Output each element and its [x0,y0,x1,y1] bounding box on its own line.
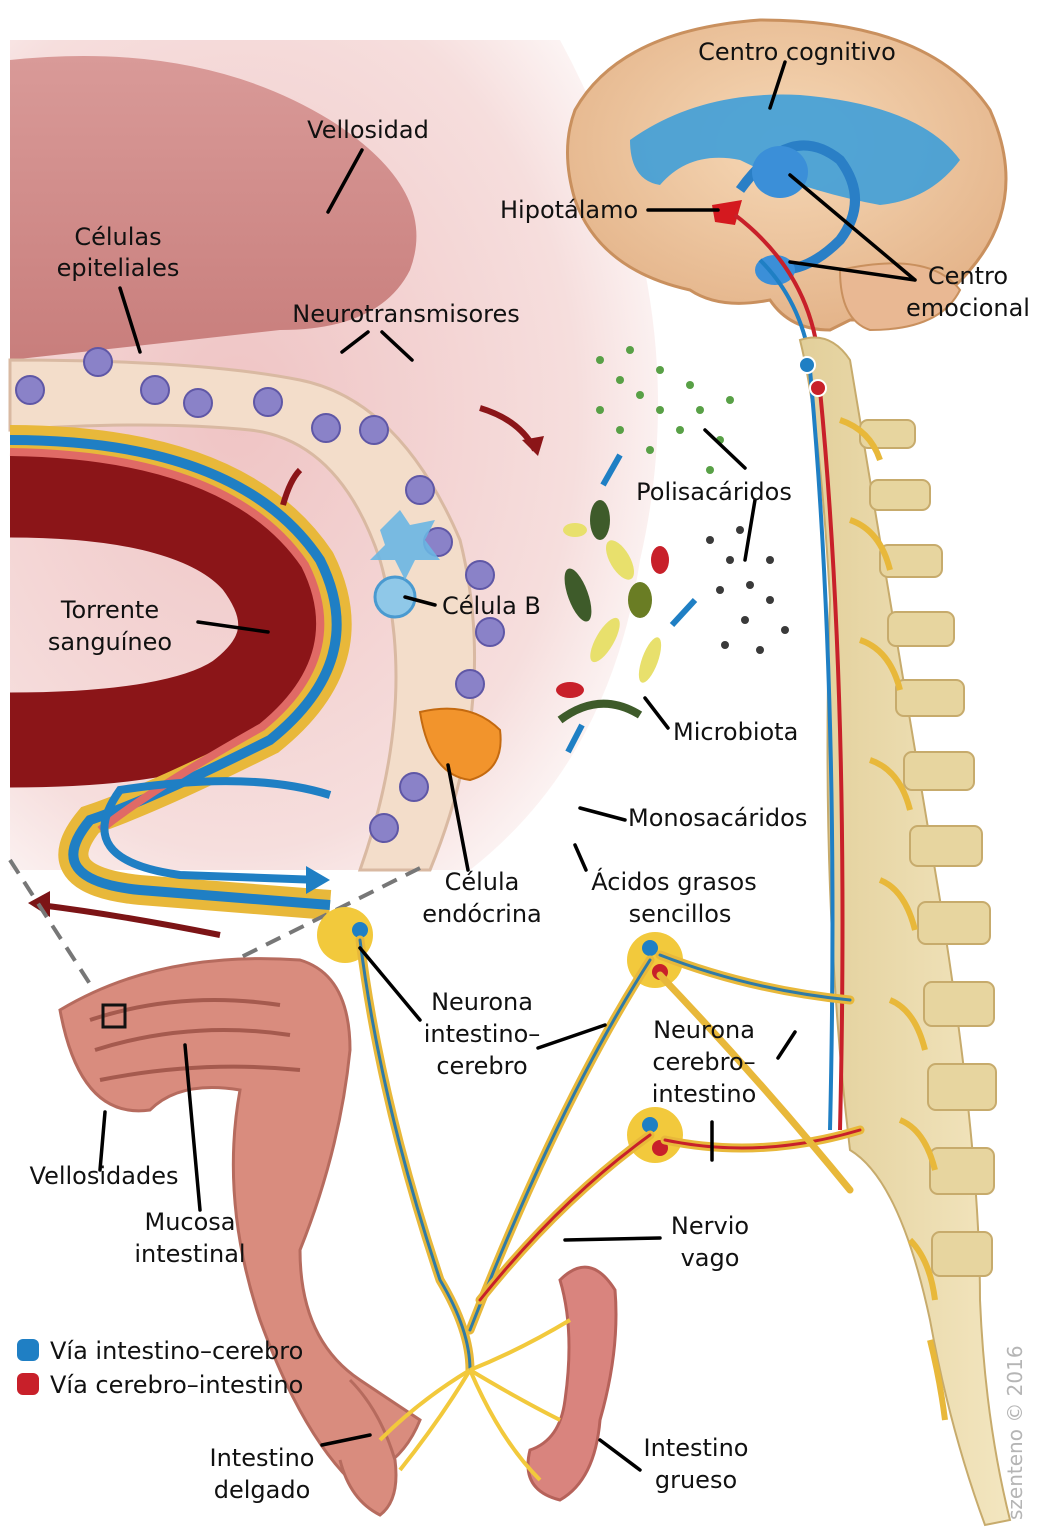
label-centro-emocional-1: Centro [928,262,1008,290]
label-neurona-ic-2: intestino– [424,1020,541,1048]
label-celulas-epiteliales-1: Células [74,223,161,251]
label-neurona-ic-1: Neurona [431,988,533,1016]
label-torrente-1: Torrente [60,596,159,624]
spinal-column [799,338,1010,1526]
label-intestino-grueso-2: grueso [655,1466,737,1494]
legend-item-gut-brain: Vía intestino–cerebro [17,1337,303,1365]
emotional-center-upper [752,146,808,198]
label-celulas-epiteliales-2: epiteliales [57,254,180,282]
credit-text: szenteno © 2016 [1003,1345,1027,1520]
label-torrente-2: sanguíneo [48,628,172,656]
label-intestino-grueso-1: Intestino [644,1434,749,1462]
legend-label-gut-brain: Vía intestino–cerebro [50,1337,303,1365]
legend-swatch-blue [17,1339,39,1361]
label-neurona-ci-1: Neurona [653,1016,755,1044]
label-vellosidad: Vellosidad [307,116,429,144]
label-vellosidades: Vellosidades [30,1162,179,1190]
legend-label-brain-gut: Vía cerebro–intestino [50,1371,303,1399]
label-neurona-ic-3: cerebro [436,1052,527,1080]
legend: Vía intestino–cerebro Vía cerebro–intest… [17,1337,303,1399]
label-nervio-vago-1: Nervio [671,1212,749,1240]
label-acidos-grasos-1: Ácidos grasos [591,867,756,896]
label-polisacaridos: Polisacáridos [636,478,792,506]
large-intestine [528,1267,616,1500]
brain-to-gut-arrow [40,905,220,935]
ganglion-lower [627,1107,683,1163]
label-neurona-ci-2: cerebro– [652,1048,755,1076]
label-intestino-delgado-2: delgado [214,1476,311,1504]
ganglion-upper-blue [642,940,658,956]
legend-swatch-red [17,1373,39,1395]
label-neurona-ci-3: intestino [652,1080,757,1108]
label-celula-endocrina-2: endócrina [422,900,542,928]
label-hipotalamo: Hipotálamo [500,196,638,224]
label-intestino-delgado-1: Intestino [210,1444,315,1472]
digestion-arrow-2 [672,600,695,625]
label-monosacaridos: Monosacáridos [628,804,807,832]
label-acidos-grasos-2: sencillos [629,900,732,928]
label-nervio-vago-2: vago [681,1244,740,1272]
spinal-neuron-red-top [810,380,826,396]
label-celula-endocrina-1: Célula [445,868,520,896]
label-microbiota: Microbiota [673,718,798,746]
spinal-neuron-blue-top [799,357,815,373]
label-centro-cognitivo: Centro cognitivo [698,38,896,66]
label-mucosa-2: intestinal [134,1240,245,1268]
legend-item-brain-gut: Vía cerebro–intestino [17,1371,303,1399]
label-mucosa-1: Mucosa [144,1208,235,1236]
label-neurotransmisores: Neurotransmisores [292,300,520,328]
label-centro-emocional-2: emocional [906,294,1030,322]
label-celula-b: Célula B [442,592,541,620]
